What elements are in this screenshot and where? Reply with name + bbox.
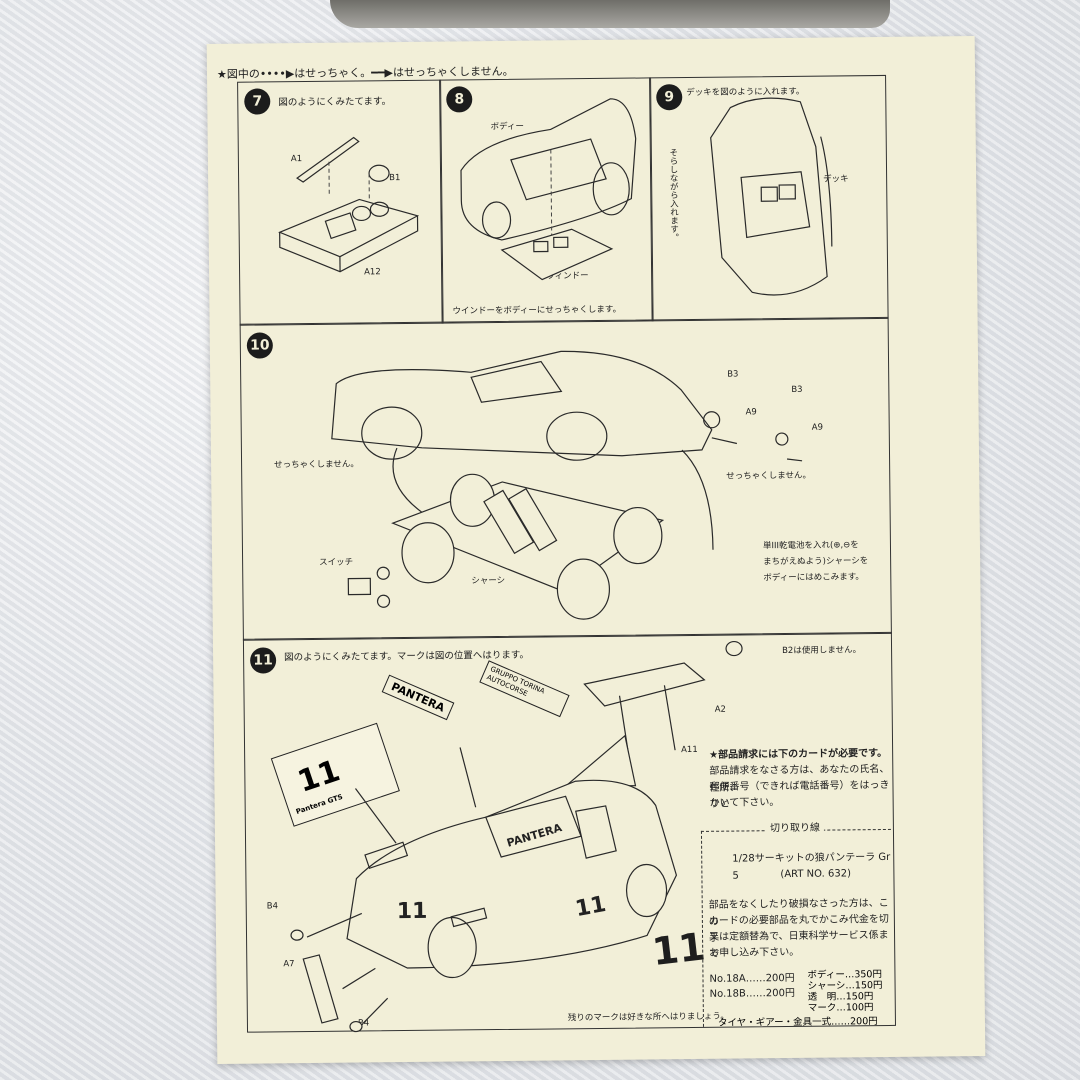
price-item: No.18A: [709, 973, 746, 985]
price-row: ボディー…350円: [807, 969, 883, 981]
price-row: シャーシ…150円: [807, 980, 883, 992]
price-value: 350円: [854, 969, 883, 981]
price-row: No.18B……200円: [709, 987, 795, 1000]
step-11-panel: 11 図のようにくみたてます。マークは図の位置へはります。 B2は使用しません。…: [242, 631, 896, 1033]
step-9-panel: 9 デッキを図のように入れます。 そらしながら入れます。 デッキ: [649, 74, 889, 322]
price-item: 透 明: [807, 991, 837, 1003]
svg-text:11: 11: [573, 892, 608, 922]
notice-line-4: お申し込み下さい。: [709, 946, 800, 959]
price-row: マーク…100円: [807, 1002, 874, 1014]
instruction-sheet: ★図中の••••▶はせっちゃく。━━▶はせっちゃくしません。 7 図のようにくみ…: [206, 36, 986, 1064]
price-row: 透 明…150円: [807, 991, 874, 1003]
price-value: 100円: [845, 1002, 874, 1014]
step-9-drawing: [710, 97, 833, 296]
price-item: タイヤ・ギアー・金具一式: [717, 1016, 832, 1029]
step-7-drawing: [278, 136, 420, 273]
price-list-left: No.18A……200円 No.18B……200円: [709, 970, 795, 1002]
step-10-panel: 10 B3 B3 A9 A9 せっちゃくしません。 せっちゃくしません。 単II…: [239, 316, 892, 641]
step-10-drawing: [331, 350, 803, 620]
price-row-full: タイヤ・ギアー・金具一式……200円: [717, 1016, 878, 1029]
svg-text:11: 11: [397, 899, 428, 924]
step-7-panel: 7 図のようにくみたてます。 A1 B1 A12: [237, 79, 444, 326]
price-value: 150円: [854, 980, 883, 992]
price-list-right: ボディー…350円 シャーシ…150円 透 明…150円 マーク…100円: [807, 969, 893, 1014]
step-11-car-drawing: PANTERA 11 11: [290, 640, 743, 1033]
art-number: (ART NO. 632): [780, 868, 852, 881]
price-item: No.18B: [709, 988, 746, 1000]
price-value: 200円: [765, 987, 795, 1000]
dark-object-edge: [330, 0, 890, 28]
price-value: 200円: [765, 972, 795, 985]
price-value: 150円: [845, 991, 874, 1003]
price-item: シャーシ: [807, 980, 846, 992]
price-item: マーク: [807, 1002, 837, 1014]
order-card-line-3: かいて下さい。: [709, 797, 780, 809]
cut-line-label: 切り取り線: [765, 819, 825, 838]
price-item: ボディー: [807, 969, 845, 981]
step-8-panel: 8 ボディー ウィンドー ウインドーをボディーにせっちゃくします。: [439, 77, 654, 324]
price-value: 200円: [850, 1016, 878, 1028]
step-8-drawing: [460, 98, 637, 281]
price-row: No.18A……200円: [709, 972, 795, 985]
